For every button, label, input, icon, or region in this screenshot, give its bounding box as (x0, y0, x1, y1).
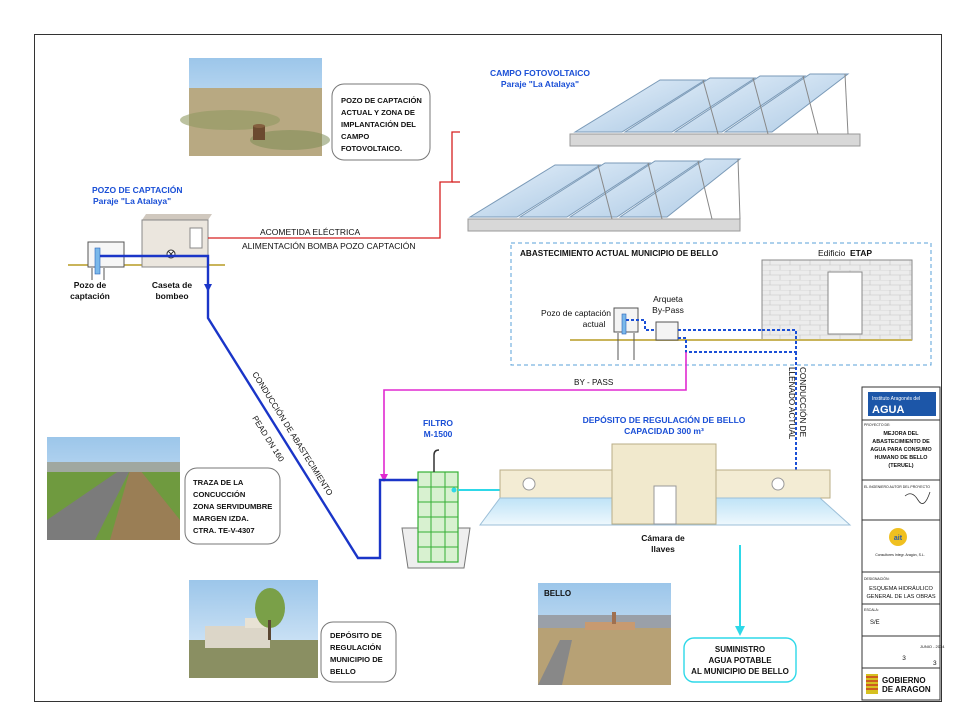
filter-label-2: M-1500 (424, 429, 453, 439)
etap-label-prefix: Edificio (818, 248, 846, 258)
svg-text:DE ARAGON: DE ARAGON (882, 685, 931, 694)
svg-text:REGULACIÓN: REGULACIÓN (330, 643, 381, 652)
svg-text:ZONA SERVIDUMBRE: ZONA SERVIDUMBRE (193, 502, 272, 511)
project-line-2: ABASTECIMIENTO DE (872, 439, 930, 445)
arqueta-label-1: Arqueta (653, 294, 683, 304)
regulation-tank (479, 443, 852, 526)
plan-number: 3 (902, 655, 906, 662)
electric-label-2: ALIMENTACIÓN BOMBA POZO CAPTACIÓN (242, 241, 416, 251)
supply-arrow (735, 626, 745, 636)
svg-text:POZO DE CAPTACIÓN: POZO DE CAPTACIÓN (341, 96, 422, 105)
well-label-1: Pozo de (74, 280, 107, 290)
filter-label-1: FILTRO (423, 418, 453, 428)
sheet-number: 3 (933, 660, 937, 667)
electric-label-1: ACOMETIDA ELÉCTRICA (260, 227, 360, 237)
project-line-1: MEJORA DEL (883, 431, 919, 437)
bypass-label: BY - PASS (574, 378, 614, 387)
svg-text:FOTOVOLTAICO.: FOTOVOLTAICO. (341, 144, 402, 153)
pv-subtitle: Paraje "La Atalaya" (501, 79, 579, 89)
current-pipe-c (678, 329, 797, 353)
svg-text:CTRA. TE-V-4307: CTRA. TE-V-4307 (193, 526, 255, 535)
pump-label-1: Caseta de (152, 280, 192, 290)
svg-text:GOBIERNO: GOBIERNO (882, 676, 926, 685)
note-well-photo: POZO DE CAPTACIÓN ACTUAL Y ZONA DE IMPLA… (331, 83, 431, 161)
agency-logo: Instituto Aragonés del AGUA (868, 392, 936, 416)
bypass-line (383, 352, 687, 480)
pump-label-2: bombeo (155, 291, 188, 301)
svg-text:SUMINISTRO: SUMINISTRO (715, 645, 765, 654)
pv-array-back (569, 73, 861, 147)
bypass-chamber (655, 321, 679, 341)
svg-text:ACTUAL Y ZONA DE: ACTUAL Y ZONA DE (341, 108, 415, 117)
conduit-arrow (204, 284, 212, 292)
well-title: POZO DE CAPTACIÓN (92, 184, 183, 195)
svg-text:MUNICIPIO DE: MUNICIPIO DE (330, 655, 383, 664)
scale-header: ESCALA: (864, 608, 879, 612)
plan-header: DESIGNACIÓN: (864, 576, 890, 581)
svg-text:MARGEN IZDA.: MARGEN IZDA. (193, 514, 249, 523)
scale-value: S/E (870, 620, 880, 626)
date: JUNIO - 2014 (920, 644, 945, 649)
svg-text:BELLO: BELLO (330, 667, 356, 676)
fill-conduit-2: LLENADO ACTUAL (787, 367, 796, 440)
author-header: EL INGENIERO AUTOR DEL PROYECTO (864, 485, 930, 489)
plan-line-1: ESQUEMA HIDRÁULICO (869, 585, 933, 592)
valves-label-1: Cámara de (641, 533, 685, 543)
current-supply-box (510, 242, 932, 366)
valves-label-2: llaves (651, 544, 675, 554)
filter-unit (401, 449, 471, 569)
bypass-arrow (380, 474, 388, 482)
plan-line-2: GENERAL DE LAS OBRAS (866, 594, 935, 600)
arqueta-label-2: By-Pass (652, 305, 684, 315)
photo-road-trace (47, 437, 180, 540)
note-deposit: DEPÓSITO DE REGULACIÓN MUNICIPIO DE BELL… (320, 621, 397, 683)
photo-well-area (180, 58, 330, 156)
svg-text:Consultores Integr. Aragón, S.: Consultores Integr. Aragón, S.L. (875, 553, 925, 557)
current-well (613, 307, 639, 360)
consultant-logo: ait Consultores Integr. Aragón, S.L. (875, 528, 925, 557)
svg-text:Instituto Aragonés del: Instituto Aragonés del (872, 396, 920, 402)
pv-title: CAMPO FOTOVOLTAICO (490, 68, 590, 78)
project-line-3: AGUA PARA CONSUMO (870, 447, 932, 453)
pump-house (141, 214, 212, 268)
pv-array-front (467, 158, 742, 232)
etap-building (761, 259, 913, 341)
current-well-label-1: Pozo de captación (541, 308, 611, 318)
current-well-label-2: actual (583, 319, 606, 329)
title-block: Instituto Aragonés del AGUA PROYECTO DE:… (861, 386, 945, 701)
photo-deposit (189, 580, 318, 678)
electric-line (208, 131, 460, 239)
tank-label-1: DEPÓSITO DE REGULACIÓN DE BELLO (583, 414, 746, 425)
project-line-4: HUMANO DE BELLO (874, 455, 927, 461)
project-header: PROYECTO DE: (864, 423, 890, 427)
fill-conduit-1: CONDUCCIÓN DE (798, 367, 808, 438)
svg-text:AGUA: AGUA (872, 404, 904, 416)
svg-text:AL MUNICIPIO DE BELLO: AL MUNICIPIO DE BELLO (691, 667, 789, 676)
svg-text:ait: ait (894, 535, 903, 542)
svg-text:CAMPO: CAMPO (341, 132, 369, 141)
svg-text:AGUA POTABLE: AGUA POTABLE (708, 656, 772, 665)
svg-text:CONCUCCIÓN: CONCUCCIÓN (193, 490, 245, 499)
well-subtitle: Paraje "La Atalaya" (93, 196, 171, 206)
supply-box: SUMINISTRO AGUA POTABLE AL MUNICIPIO DE … (683, 637, 797, 683)
etap-label-name: ETAP (850, 248, 872, 258)
svg-text:TRAZA DE LA: TRAZA DE LA (193, 478, 244, 487)
project-line-5: (TERUEL) (888, 463, 913, 469)
svg-text:DEPÓSITO DE: DEPÓSITO DE (330, 631, 382, 640)
filter-outlet (451, 487, 457, 493)
well-label-2: captación (70, 291, 110, 301)
signature (904, 491, 931, 504)
well-structure (87, 241, 125, 280)
main-conduit (100, 254, 420, 560)
bello-photo-label: BELLO (544, 589, 571, 598)
gov-logo: GOBIERNO DE ARAGON (866, 674, 931, 694)
photo-bello (538, 583, 671, 685)
current-supply-title: ABASTECIMIENTO ACTUAL MUNICIPIO DE BELLO (520, 249, 719, 258)
svg-text:IMPLANTACIÓN DEL: IMPLANTACIÓN DEL (341, 120, 416, 129)
tank-label-2: CAPACIDAD 300 m³ (624, 426, 704, 436)
note-trace: TRAZA DE LA CONCUCCIÓN ZONA SERVIDUMBRE … (184, 467, 281, 545)
